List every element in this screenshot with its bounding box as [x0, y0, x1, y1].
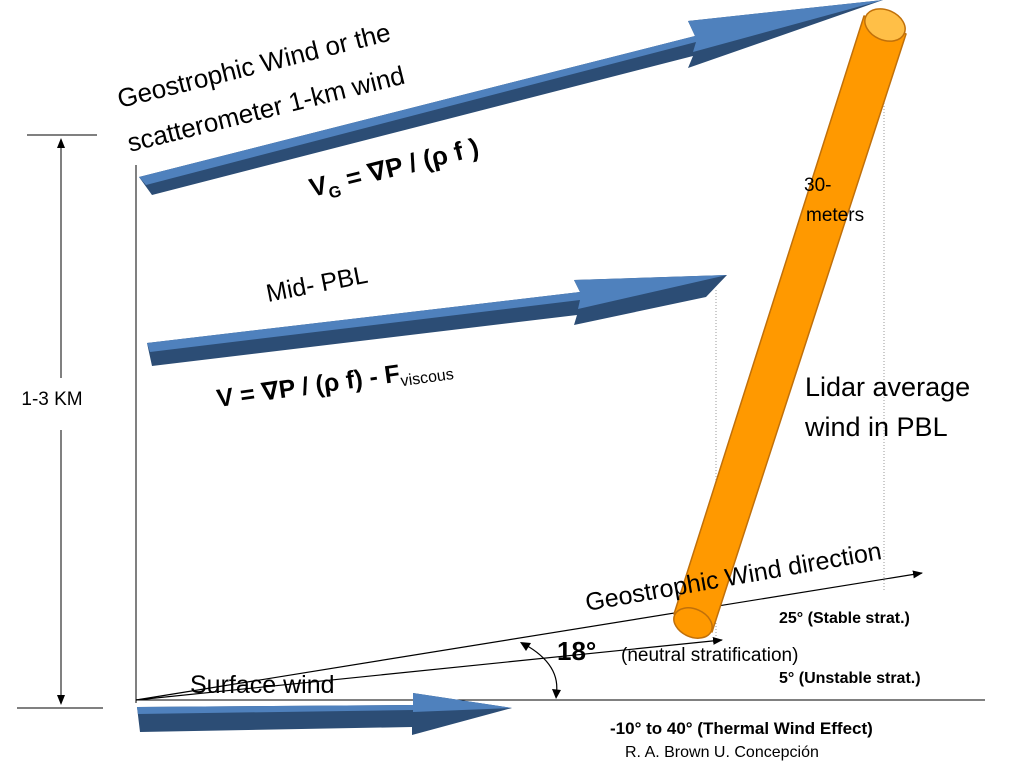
neutral-stratification-label: (neutral stratification) — [621, 645, 798, 666]
angle-arc — [523, 643, 558, 697]
lidar-direction-line — [135, 636, 723, 701]
stable-stratification-label: 25° (Stable strat.) — [779, 610, 910, 627]
thermal-wind-effect-label: -10° to 40° (Thermal Wind Effect) — [610, 719, 873, 738]
svg-text:V = ∇P / (ρ f) - Fviscous: V = ∇P / (ρ f) - Fviscous — [215, 352, 455, 416]
lidar-height-line2: meters — [806, 205, 864, 226]
credit-line: R. A. Brown U. Concepción — [625, 744, 819, 761]
angle-arc-head-top — [520, 642, 531, 651]
lidar-cylinder — [673, 8, 907, 639]
angle-value-label: 18° — [557, 636, 596, 666]
lidar-cylinder-top — [864, 8, 906, 42]
vg-equation-rhs: = ∇P / (ρ f ) — [343, 132, 482, 194]
lidar-label-line2: wind in PBL — [804, 412, 948, 442]
lidar-height-line1: 30- — [804, 175, 831, 196]
geostrophic-wind-arrow — [139, 0, 883, 195]
unstable-stratification-label: 5° (Unstable strat.) — [779, 670, 921, 687]
vg-equation-subscript: G — [327, 183, 343, 203]
mid-pbl-equation-main: V = ∇P / (ρ f) - F — [215, 360, 402, 413]
mid-pbl-equation-subscript: viscous — [400, 366, 455, 390]
surface-wind-label: Surface wind — [190, 671, 335, 699]
surface-wind-arrow — [137, 693, 512, 735]
angle-arc-head-bottom — [552, 689, 561, 699]
height-scale-label: 1-3 KM — [21, 389, 82, 410]
geostrophic-direction-line — [135, 570, 923, 701]
mid-pbl-wind-arrow — [147, 275, 727, 366]
mid-pbl-label: Mid- PBL — [264, 261, 370, 308]
mid-pbl-equation: V = ∇P / (ρ f) - Fviscous — [215, 352, 455, 416]
lidar-label-line1: Lidar average — [805, 372, 970, 402]
